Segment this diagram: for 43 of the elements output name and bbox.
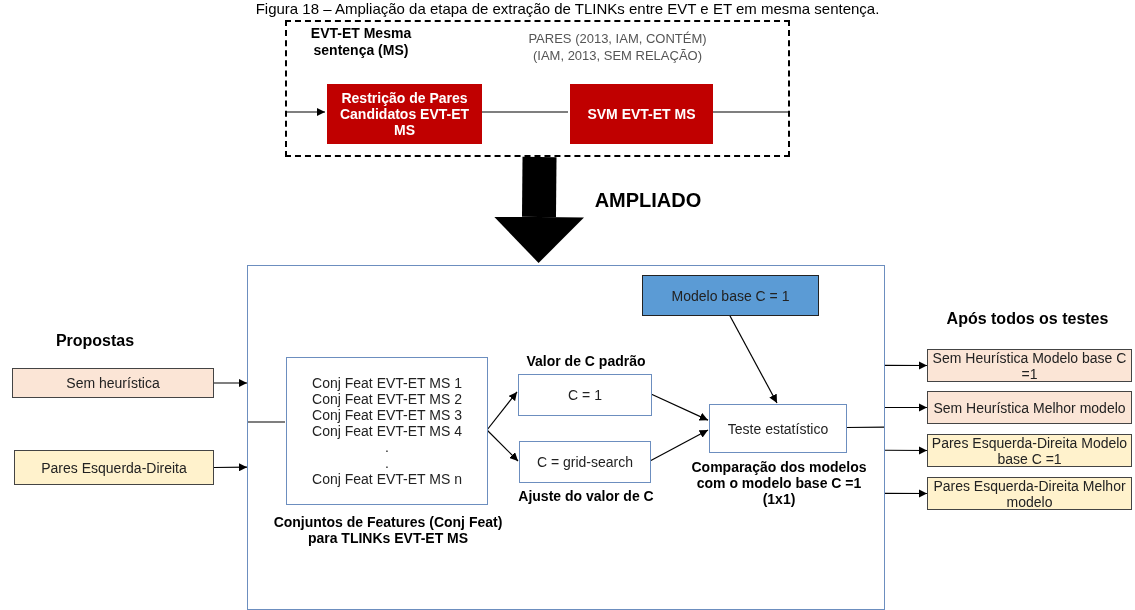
group-title: EVT-ET Mesma sentença (MS) [309,25,413,59]
arrow [650,393,709,421]
heading-label: Após todos os testes [945,310,1110,328]
arrow [213,378,248,388]
node-caption: Ajuste do valor de C [517,488,655,504]
node-caption: Conjuntos de Features (Conj Feat) para TLINKs EVT-ET MS [272,514,504,546]
panel-box [247,265,885,610]
model-box: Modelo base C = 1 [642,275,819,316]
node-caption: Valor de C padrão [525,353,647,369]
connector-line [845,426,886,429]
result-box: Sem Heurística Melhor modelo [927,391,1132,424]
process-box: Restrição de Pares Candidatos EVT-ET MS [327,84,482,144]
parameter-text: C = grid-search [536,454,634,470]
feature-set-line: . [385,439,389,455]
feature-set-line: Conj Feat EVT-ET MS 2 [312,391,462,407]
feature-set-line: Conj Feat EVT-ET MS 3 [312,407,462,423]
result-box: Pares Esquerda-Direita Melhor modelo [927,477,1132,510]
arrow [486,391,518,431]
feature-set-line: Conj Feat EVT-ET MS 4 [312,423,462,439]
arrow [486,429,519,462]
feature-set-line: Conj Feat EVT-ET MS n [312,471,462,487]
heading-label: Propostas [54,332,136,350]
arrow [884,446,928,455]
arrow [213,463,248,472]
arrow [884,489,928,498]
connector-line [246,421,286,423]
process-box: SVM EVT-ET MS [570,84,713,144]
feature-set-line: . [385,455,389,471]
arrow [728,314,778,404]
result-box: Pares Esquerda-Direita Modelo base C =1 [927,434,1132,467]
arrow [286,107,326,117]
proposal-box: Pares Esquerda-Direita [14,450,214,485]
node-caption: Comparação dos modelos com o modelo base C =1 (1x1) [690,459,868,507]
result-box: Sem Heurística Modelo base C =1 [927,349,1132,382]
proposal-box: Sem heurística [12,368,214,398]
arrow [884,403,928,412]
arrow [884,361,928,370]
figure-title: Figura 18 – Ampliação da etapa de extração de TLINKs entre EVT e ET em mesma sentença. [254,0,881,18]
parameter-text: C = 1 [568,387,602,403]
feature-set-line: Conj Feat EVT-ET MS 1 [312,375,462,391]
arrow [649,429,709,462]
block-arrow [494,156,584,263]
test-text: Teste estatístico [727,420,829,437]
